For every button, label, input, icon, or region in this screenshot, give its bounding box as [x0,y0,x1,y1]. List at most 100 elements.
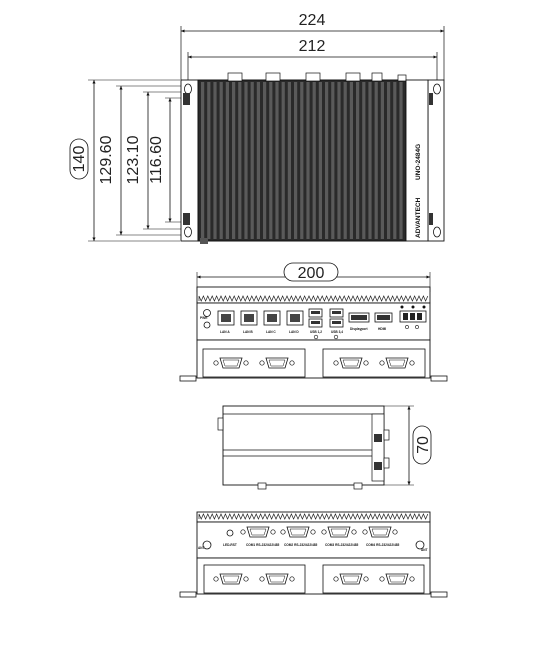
db9-connector [333,573,369,585]
display-ports: Displayport HDMI [348,312,393,331]
side-label-strip: ADVANTECH UNO-2484G [405,79,429,242]
front-db9-connectors [213,357,415,369]
hdmi-label: HDMI [378,327,386,331]
heatsink-fin [312,82,316,239]
heatsink-fin [343,82,347,239]
ant-left-icon [202,540,212,550]
dim-212-label: 212 [299,38,326,55]
right-bracket [427,79,445,242]
top-connectors [227,72,407,82]
heatsink-fin [225,82,229,239]
db9-connector [213,357,249,369]
heatsink-fin [393,82,397,239]
front-view: 200 PWR LAN A LAN B [179,262,448,382]
usb-ports: USB 1,2 USB 3,4 [308,308,344,340]
heatsink-fins [201,82,403,239]
heatsink-fin [281,82,285,239]
heatsink-fin [244,82,248,239]
db9-connector [259,573,295,585]
heatsink-fin [287,82,291,239]
com1-label: COM1 RS-232/422/485 [246,543,280,547]
heatsink-fin [238,82,242,239]
heatsink-fin [250,82,254,239]
dim-116-label: 116.60 [148,136,165,184]
dim-mount-width: 212 [187,38,438,80]
reset-button [226,529,234,537]
heatsink-fin [325,82,329,239]
top-view: 224 212 1 [69,12,445,244]
db9-connector [259,357,295,369]
heatsink-fin [232,82,236,239]
heatsink-fin [380,82,384,239]
dim-depth: 70 [384,405,432,486]
heatsink-fin [213,82,217,239]
dim-224-label: 224 [299,12,326,29]
brand-label: ADVANTECH [415,197,422,238]
ant-right-label: ANT [421,548,428,552]
heatsink-fin [201,82,205,239]
db9-connector [379,357,415,369]
heatsink-fin [331,82,335,239]
lan-b-label: LAN B [243,330,253,334]
heatsink-fin [349,82,353,239]
db9-connector [333,357,369,369]
heatsink-fin [306,82,310,239]
side-view: 70 [217,405,432,490]
heatsink-fin [387,82,391,239]
heatsink-fin [263,82,267,239]
front-fin-edge [196,286,431,304]
heatsink-fin [294,82,298,239]
front-lower-enclosure [179,339,448,382]
pwr-label: PWR [200,316,208,320]
com2-label: COM2 RS-232/422/485 [284,543,318,547]
front-io-panel: PWR LAN A LAN B LAN C LAN D [196,302,431,341]
heatsink-fin [368,82,372,239]
db9-connector [362,526,398,538]
heatsink-fin [300,82,304,239]
ant-left-label: ANT [198,546,205,550]
db9-connector [321,526,357,538]
com3-label: COM3 RS-232/422/485 [325,543,359,547]
heatsink-fin [207,82,211,239]
displayport-label: Displayport [350,327,368,331]
heatsink [197,72,407,244]
reset-label: LED-RST [223,543,237,547]
dim-70-label: 70 [415,436,432,454]
rear-com-ports [240,526,398,538]
dim-123-label: 123.10 [125,135,142,184]
dim-overall-width: 224 [180,12,445,80]
db9-connector [240,526,276,538]
heatsink-fin [256,82,260,239]
led-indicator [203,321,211,329]
model-label: UNO-2484G [415,144,422,180]
db9-connector [280,526,316,538]
heatsink-fin [275,82,279,239]
db9-connector [379,573,415,585]
ant-right-icon [415,540,425,550]
dim-heights: 140 129.60 123.10 116.60 [69,79,190,242]
heatsink-fin [269,82,273,239]
heatsink-fin [399,82,403,239]
dim-200-label: 200 [298,265,325,282]
heatsink-fin [374,82,378,239]
power-button [203,309,211,317]
lan-ports: LAN A LAN B LAN C LAN D [217,310,304,334]
db9-connector [213,573,249,585]
lan-c-label: LAN C [266,330,276,334]
heatsink-fin [318,82,322,239]
usb-12-label: USB 1,2 [310,330,322,334]
heatsink-fin [219,82,223,239]
com4-label: COM4 RS-232/422/485 [366,543,400,547]
dim-front-width: 200 [196,262,431,292]
dim-140-label: 140 [71,146,88,173]
lan-d-label: LAN D [289,330,299,334]
heatsink-fin [356,82,360,239]
dim-129-label: 129.60 [98,135,115,184]
rear-view: ANT ANT LED-RST COM1 RS-232/422/485 COM2… [179,511,448,598]
heatsink-fin [337,82,341,239]
left-bracket [180,79,199,242]
rear-db9-connectors [213,573,415,585]
lan-a-label: LAN A [220,330,230,334]
power-terminal [399,305,427,329]
